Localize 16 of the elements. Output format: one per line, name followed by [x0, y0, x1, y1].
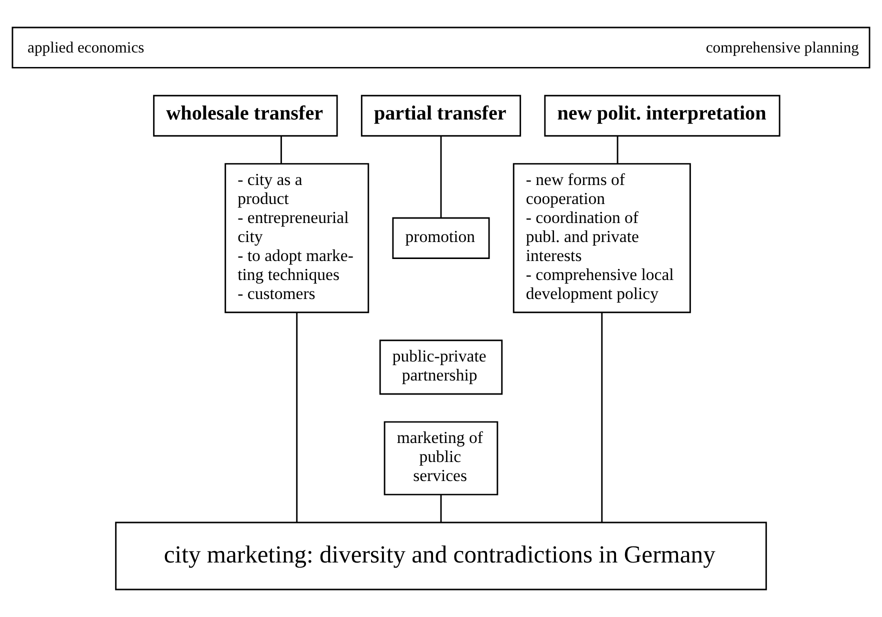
node-box: new polit. interpretation	[544, 94, 780, 137]
node-box: - new forms of cooperation - coordination of publ. and private interests - comprehensive local development policy	[512, 163, 691, 314]
node-box: promotion	[392, 217, 490, 259]
node-box: wholesale transfer	[153, 94, 338, 137]
node-box: marketing of public services	[384, 421, 498, 496]
connector	[601, 312, 603, 522]
connector	[296, 312, 298, 522]
node-box: public-private partnership	[379, 340, 503, 395]
node-box: city marketing: diversity and contradictions in Germany	[115, 522, 767, 590]
node-box: partial transfer	[360, 94, 522, 137]
node-box: - city as a product - entrepreneurial city - to adopt marke- ting techniques - customers	[224, 163, 370, 314]
node-box: applied economics comprehensive planning	[12, 26, 870, 68]
connector	[280, 136, 282, 164]
connector	[440, 494, 442, 522]
connector	[616, 136, 618, 164]
connector	[440, 136, 442, 218]
